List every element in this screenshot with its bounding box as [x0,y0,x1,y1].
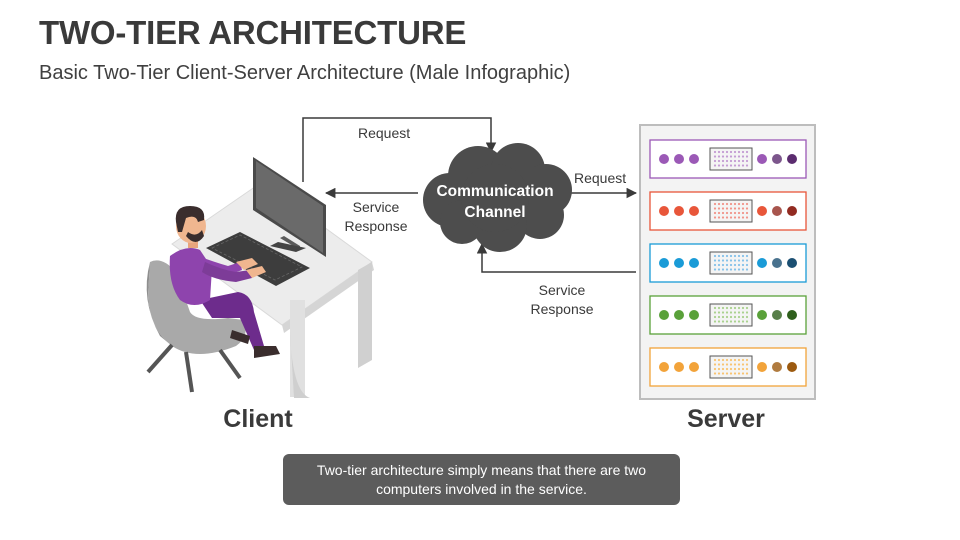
indicator-light [757,362,767,372]
server-rack-illustration [639,124,816,400]
indicator-light [674,258,684,268]
indicator-light [689,154,699,164]
server-label: Server [687,405,765,433]
indicator-light [659,258,669,268]
drive-panel [709,303,753,327]
indicator-light [787,362,797,372]
drive-panel [709,251,753,275]
client-response-label: Service Response [344,199,408,234]
cloud-icon [423,143,572,252]
server-unit-purple [649,139,807,179]
server-unit-orange [649,347,807,387]
arrow-server-response [476,242,636,273]
slide-subtitle: Basic Two-Tier Client-Server Architectur… [39,62,571,84]
indicator-light [689,310,699,320]
indicator-light [772,310,782,320]
drive-panel [709,147,753,171]
indicator-light [659,362,669,372]
client-workstation-illustration [146,157,374,398]
person [169,206,280,358]
indicator-light [689,258,699,268]
arrow-client-request [302,117,497,182]
indicator-light [772,154,782,164]
communication-channel-label: Communication Channel [436,183,554,221]
drive-panel [709,355,753,379]
server-response-label: Service Response [530,282,594,317]
indicator-light [757,154,767,164]
indicator-light [772,362,782,372]
indicator-light [674,310,684,320]
indicator-light [757,310,767,320]
indicator-light [674,362,684,372]
indicator-light [787,310,797,320]
indicator-light [689,362,699,372]
indicator-light [787,206,797,216]
server-unit-green [649,295,807,335]
server-unit-blue [649,243,807,283]
indicator-light [787,154,797,164]
server-request-label: Request [574,170,627,186]
client-label: Client [223,405,293,433]
indicator-light [659,310,669,320]
client-request-label: Request [358,125,411,141]
indicator-light [757,258,767,268]
drive-panel [709,199,753,223]
keyboard [206,232,310,286]
indicator-light [659,206,669,216]
indicator-light [772,258,782,268]
server-unit-red [649,191,807,231]
slide-title: TWO-TIER ARCHITECTURE [39,14,467,51]
indicator-light [674,206,684,216]
indicator-light [674,154,684,164]
indicator-light [772,206,782,216]
indicator-light [659,154,669,164]
indicator-light [757,206,767,216]
indicator-light [689,206,699,216]
monitor [253,157,326,257]
indicator-light [787,258,797,268]
description-callout: Two-tier architecture simply means that … [283,454,680,505]
